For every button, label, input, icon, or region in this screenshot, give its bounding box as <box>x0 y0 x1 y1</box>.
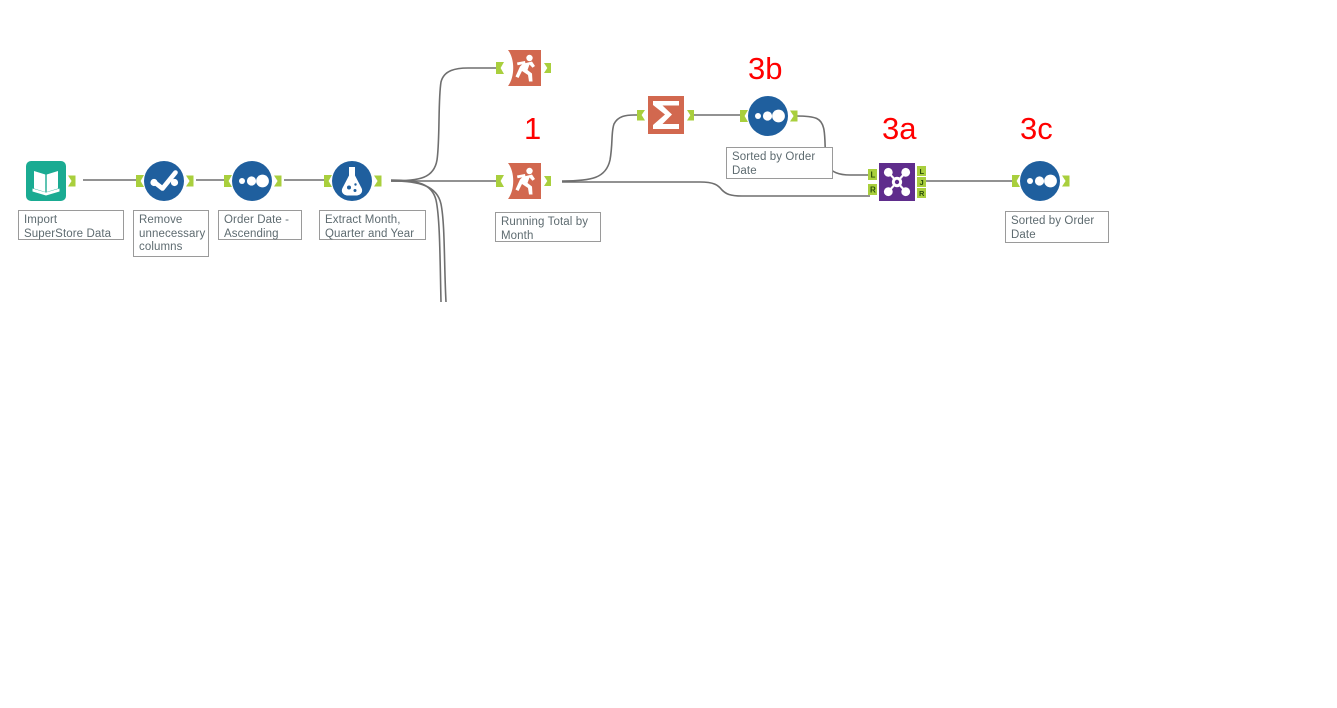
annotation-1: 1 <box>524 111 542 146</box>
sort-dots-icon[interactable] <box>737 95 805 137</box>
wire-runningtotal-to-join-right <box>562 181 870 197</box>
sort-dots-icon[interactable] <box>1009 160 1077 202</box>
node-join-3a[interactable]: L R <box>866 160 928 204</box>
svg-text:L: L <box>920 167 925 176</box>
output-anchor <box>186 175 194 187</box>
node-sort-3b[interactable] <box>737 95 805 137</box>
svg-text:L: L <box>871 171 876 180</box>
runner-icon[interactable] <box>493 159 563 203</box>
node-running-total-top[interactable] <box>493 46 563 90</box>
label-formula-extract: Extract Month, Quarter and Year <box>319 210 426 240</box>
input-anchor <box>224 175 232 187</box>
svg-text:R: R <box>870 186 876 195</box>
sort-dots-icon[interactable] <box>221 160 289 202</box>
svg-text:R: R <box>919 189 925 198</box>
flask-icon[interactable] <box>321 160 389 202</box>
label-sort-3b: Sorted by Order Date <box>726 147 833 179</box>
output-anchor-join: J <box>917 177 926 187</box>
output-anchor <box>274 175 282 187</box>
input-anchor <box>324 175 332 187</box>
output-anchor <box>790 110 798 122</box>
annotation-3a: 3a <box>882 111 917 146</box>
select-checkmark-icon[interactable] <box>133 160 201 202</box>
node-running-total-month[interactable] <box>493 159 563 203</box>
node-select[interactable] <box>133 160 201 202</box>
output-anchor <box>374 175 382 187</box>
label-running-total-month: Running Total by Month <box>495 212 601 242</box>
wire-runningtotal-to-summarize <box>561 114 640 182</box>
label-sort-3c: Sorted by Order Date <box>1005 211 1109 243</box>
input-anchor <box>740 110 748 122</box>
output-anchor-left: L <box>917 166 926 176</box>
label-select: Remove unnecessary columns <box>133 210 209 257</box>
runner-icon[interactable] <box>493 46 563 90</box>
join-network-icon[interactable]: L R <box>866 160 928 204</box>
input-anchor-right: R <box>868 184 877 195</box>
wire-formula-to-offscreen-2 <box>390 180 447 303</box>
input-anchor <box>637 110 645 121</box>
output-anchor <box>1062 175 1070 187</box>
output-anchor <box>68 175 76 187</box>
node-input-data[interactable] <box>26 161 84 201</box>
node-sort-3c[interactable] <box>1009 160 1077 202</box>
output-anchor-right: R <box>917 188 926 198</box>
wire-formula-to-runner-top <box>390 67 496 182</box>
input-anchor <box>136 175 144 187</box>
annotation-3c: 3c <box>1020 111 1053 146</box>
wire-formula-to-offscreen-1 <box>390 179 442 303</box>
svg-text:J: J <box>920 178 924 187</box>
input-anchor-left: L <box>868 169 877 180</box>
output-anchor <box>544 63 551 73</box>
node-summarize[interactable] <box>635 94 697 136</box>
label-sort-order-date: Order Date - Ascending <box>218 210 302 240</box>
input-anchor <box>496 175 504 187</box>
label-input-data: Import SuperStore Data <box>18 210 124 240</box>
input-anchor <box>1012 175 1020 187</box>
output-anchor <box>687 110 694 121</box>
node-formula-extract[interactable] <box>321 160 389 202</box>
output-anchor <box>544 176 551 186</box>
annotation-3b: 3b <box>748 51 783 86</box>
sigma-icon[interactable] <box>635 94 697 136</box>
book-icon[interactable] <box>26 161 84 201</box>
input-anchor <box>496 62 504 74</box>
node-sort-order-date[interactable] <box>221 160 289 202</box>
